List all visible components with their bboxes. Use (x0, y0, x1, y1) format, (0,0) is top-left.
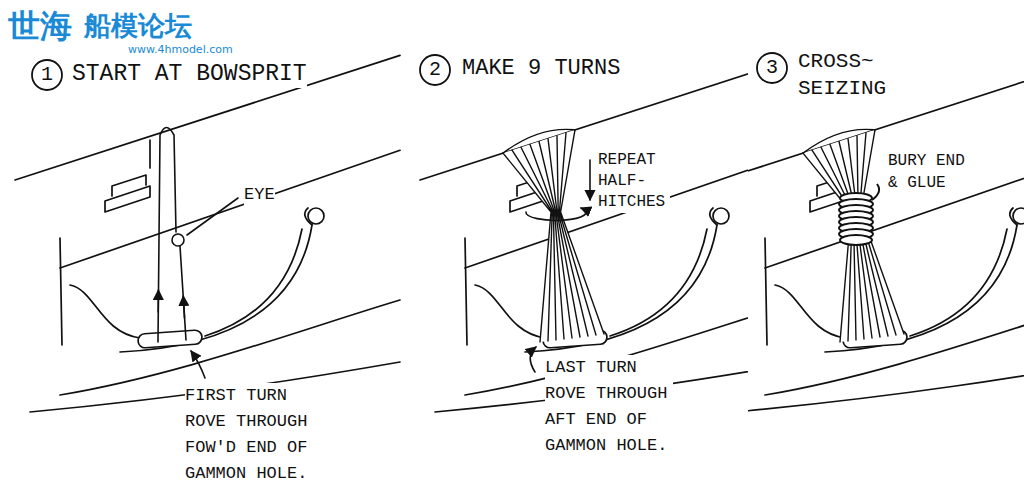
leader-arrow (191, 351, 205, 378)
step-number: 3 (758, 56, 786, 80)
step-title: START AT BOWSPRIT (72, 60, 307, 88)
half-hitch-arrow (526, 208, 586, 220)
panel-one (15, 55, 400, 412)
lashing (503, 129, 604, 342)
leader-arrow (530, 347, 536, 372)
step-title: MAKE 9 TURNS (462, 55, 620, 83)
step-number: 2 (421, 58, 449, 82)
bow-sketch (748, 55, 1024, 412)
panel-three (748, 55, 1024, 412)
rope-standing-part (180, 246, 186, 340)
repeat-arrow (589, 160, 591, 200)
bow-sketch (15, 55, 400, 412)
first-turn-rope (158, 128, 176, 343)
step-number-circles (32, 53, 787, 90)
step-number: 1 (33, 63, 61, 87)
leader-line (187, 198, 238, 235)
callout-note: BURY END & GLUE (888, 150, 971, 194)
cross-seizing-coil (839, 184, 879, 245)
rope-eye (172, 234, 184, 246)
direction-arrow (157, 290, 159, 312)
watermark-logo: 世海 (8, 6, 72, 46)
callout-note: FIRST TURN ROVE THROUGH FOW'D END OF GAM… (185, 383, 313, 487)
direction-arrow (183, 296, 184, 318)
part-label: EYE (244, 184, 275, 206)
step-title: CROSS~ SEIZING (798, 48, 893, 102)
callout-note: LAST TURN ROVE THROUGH AFT END OF GAMMON… (545, 355, 673, 459)
callout-note: REPEAT HALF- HITCHES (598, 150, 670, 213)
watermark-title: 船模论坛 (84, 10, 192, 42)
watermark-url: www.4hmodel.com (128, 43, 233, 56)
